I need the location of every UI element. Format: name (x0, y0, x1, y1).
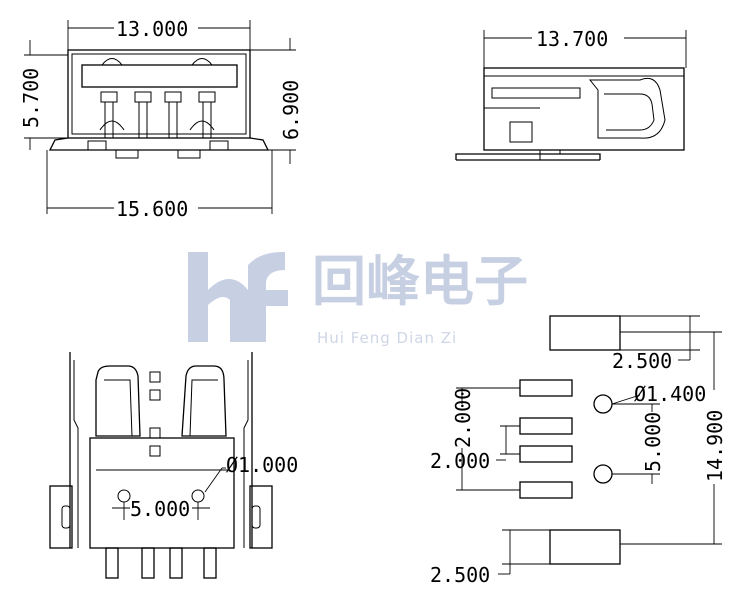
pcb-pin-pitch-inner-dim: 2.000 (430, 449, 490, 473)
watermark-subtitle: Hui Feng Dian Zi (317, 329, 457, 347)
pcb-hole-spacing-dim: 5.000 (641, 412, 665, 472)
pcb-pin-pitch-outer-dim: 2.000 (451, 388, 475, 448)
watermark-name: 回峰电子 (312, 250, 528, 313)
pcb-overall-length-dim: 14.900 (703, 410, 727, 482)
top-view: Ø1.000 5.000 (49, 352, 298, 579)
top-hole-spacing-dim: 5.000 (130, 497, 190, 521)
front-bottom-width-dim: 15.600 (116, 197, 188, 221)
pcb-hole-diameter-dim: Ø1.400 (634, 382, 706, 406)
hf-logo-icon (188, 252, 288, 342)
pcb-top-pad-dim: 2.500 (612, 349, 672, 373)
side-view: 13.700 (455, 27, 687, 161)
front-left-height-dim: 5.700 (19, 68, 43, 128)
pcb-layout: 2.500 14.900 Ø1.400 5.000 2.000 2.000 (430, 315, 727, 587)
top-hole-diameter-dim: Ø1.000 (226, 453, 298, 477)
side-top-length-dim: 13.700 (536, 27, 608, 51)
pcb-bottom-pad-dim: 2.500 (430, 563, 490, 587)
front-view: 13.000 5.700 6.900 15.600 (19, 17, 303, 221)
watermark: 回峰电子 Hui Feng Dian Zi (188, 250, 528, 347)
front-right-height-dim: 6.900 (279, 80, 303, 140)
front-top-width-dim: 13.000 (116, 17, 188, 41)
